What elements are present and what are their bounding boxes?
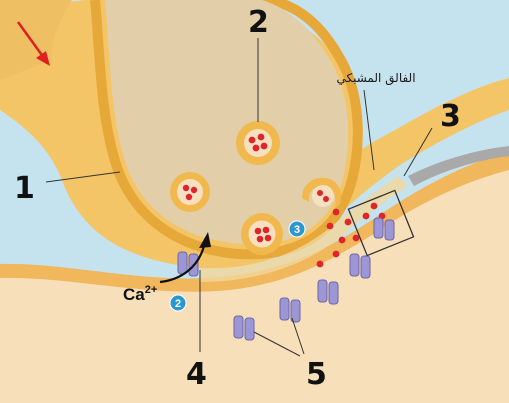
- synaptic-vesicle: [170, 172, 210, 212]
- label-5: 5: [306, 357, 327, 392]
- svg-text:3: 3: [294, 224, 300, 236]
- svg-text:2: 2: [175, 298, 181, 310]
- label-3: 3: [440, 99, 461, 134]
- synaptic-vesicle: [236, 121, 280, 165]
- step-badge-3: 3: [289, 221, 305, 237]
- label-4: 4: [186, 357, 207, 392]
- synaptic-vesicle: [241, 213, 283, 255]
- synaptic-cleft-label: الفالق المشبكي: [336, 71, 415, 86]
- step-badge-2: 2: [170, 295, 186, 311]
- label-2: 2: [248, 5, 269, 40]
- label-1: 1: [14, 171, 35, 206]
